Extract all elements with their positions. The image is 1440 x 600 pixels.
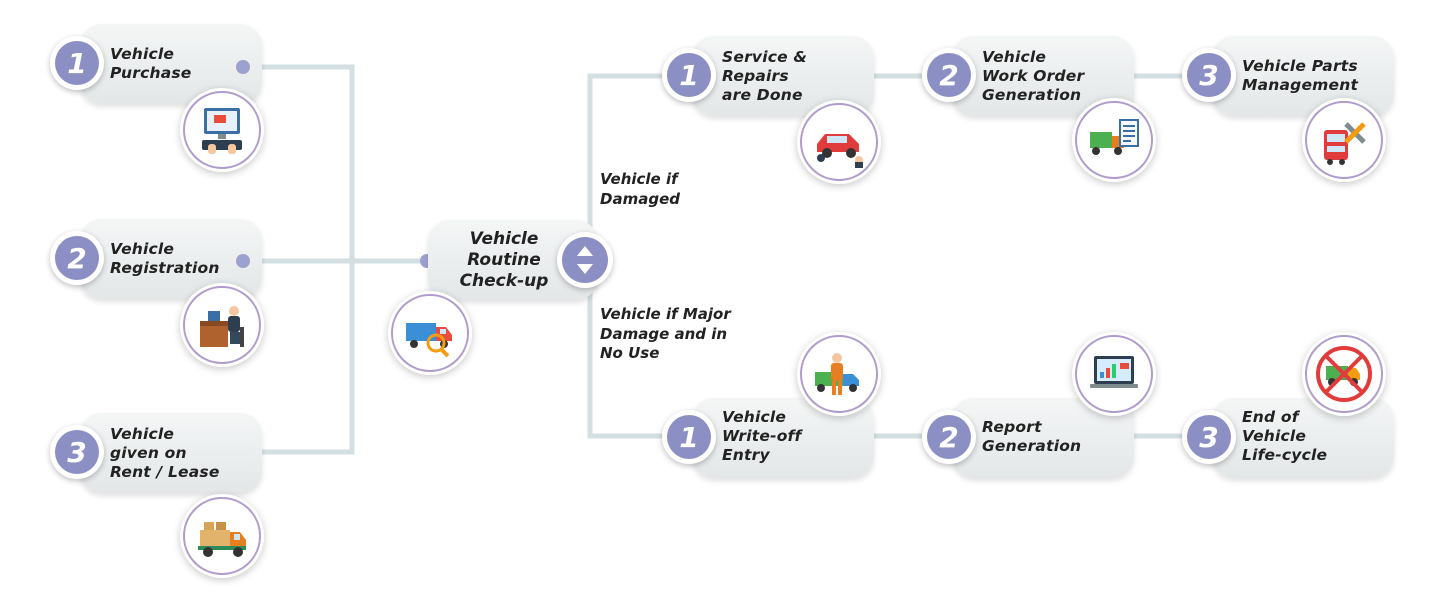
- step-label: Vehicle Write-off Entry: [722, 408, 802, 464]
- truck-inspection-icon: [388, 291, 472, 375]
- step-label: Vehicle given on Rent / Lease: [110, 425, 220, 481]
- truck-crossed-out-icon: [1302, 332, 1386, 416]
- step-card: [1212, 398, 1394, 478]
- up-down-branch-icon: [557, 232, 613, 288]
- step-label: Service & Repairs are Done: [722, 48, 808, 104]
- step-vehicle-registration: 2 Vehicle Registration: [50, 219, 290, 349]
- step-label: Vehicle Work Order Generation: [982, 48, 1085, 104]
- bus-tools-icon: [1302, 98, 1386, 182]
- step-card: [80, 413, 262, 493]
- branch-label-major-damage: Vehicle if Major Damage and in No Use: [600, 305, 731, 362]
- routine-checkup-label: Vehicle Routine Check-up: [459, 229, 549, 291]
- connector-dot: [236, 60, 250, 74]
- step-label: Vehicle Purchase: [110, 45, 192, 82]
- step-parts-management: 3 Vehicle Parts Management: [1182, 36, 1422, 166]
- step-number-badge: 3: [1182, 48, 1236, 102]
- step-label: Report Generation: [982, 418, 1082, 455]
- step-label: Vehicle Parts Management: [1242, 57, 1359, 94]
- worker-truck-icon: [797, 332, 881, 416]
- step-report-generation: 2 Report Generation: [922, 398, 1162, 528]
- step-number-badge: 2: [922, 410, 976, 464]
- step-vehicle-rent-lease: 3 Vehicle given on Rent / Lease: [50, 413, 290, 543]
- laptop-report-icon: [1072, 332, 1156, 416]
- car-repair-icon: [797, 100, 881, 184]
- step-label: Vehicle Registration: [110, 240, 220, 277]
- step-number-badge: 1: [50, 36, 104, 90]
- truck-work-order-icon: [1072, 98, 1156, 182]
- office-desk-worker-icon: [180, 283, 264, 367]
- step-number-badge: 1: [662, 410, 716, 464]
- step-number-badge: 3: [1182, 410, 1236, 464]
- step-number-badge: 2: [922, 48, 976, 102]
- connector-dot: [236, 254, 250, 268]
- step-number-badge: 1: [662, 48, 716, 102]
- step-number-badge: 2: [50, 231, 104, 285]
- step-write-off-entry: 1 Vehicle Write-off Entry: [662, 398, 902, 528]
- step-label: End of Vehicle Life-cycle: [1242, 408, 1328, 464]
- computer-shopping-icon: [180, 88, 264, 172]
- step-number-badge: 3: [50, 425, 104, 479]
- branch-label-damaged: Vehicle if Damaged: [600, 170, 680, 208]
- step-vehicle-purchase: 1 Vehicle Purchase: [50, 24, 290, 154]
- loaded-truck-icon: [180, 494, 264, 578]
- step-end-of-life-cycle: 3 End of Vehicle Life-cycle: [1182, 398, 1422, 528]
